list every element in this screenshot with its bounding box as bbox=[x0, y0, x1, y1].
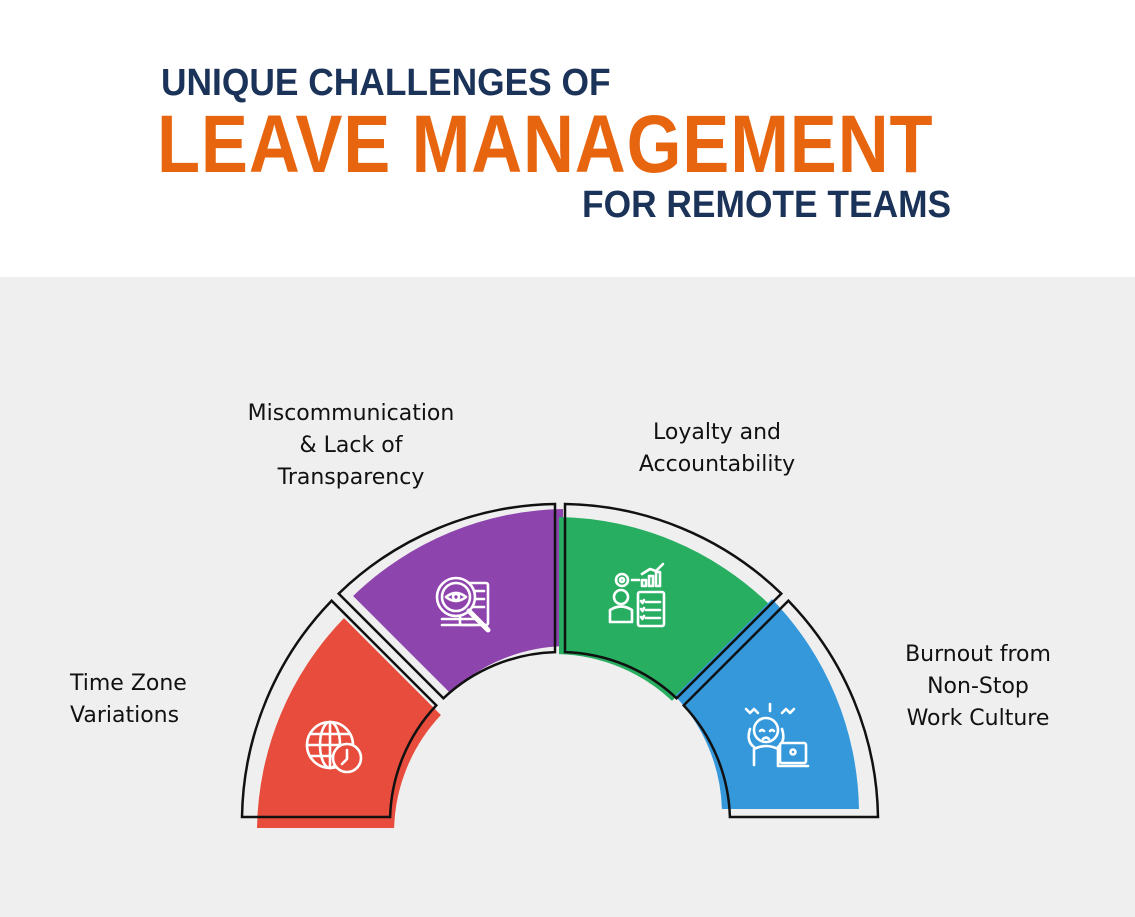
title-line-3: FOR REMOTE TEAMS bbox=[582, 184, 952, 226]
stressed-person-laptop-icon bbox=[744, 702, 810, 768]
title-line-1: UNIQUE CHALLENGES OF bbox=[161, 62, 611, 104]
segment-outline-loyalty bbox=[563, 502, 784, 701]
segment-fill-time-zone bbox=[257, 618, 441, 828]
label-burnout: Burnout from Non-Stop Work Culture bbox=[905, 642, 1051, 731]
magnifier-document-eye-icon bbox=[435, 576, 491, 633]
person-checklist-growth-icon bbox=[608, 562, 666, 628]
segment-outline-time-zone bbox=[240, 598, 439, 819]
globe-clock-icon bbox=[305, 720, 363, 774]
label-time-zone: Time Zone Variations bbox=[70, 671, 187, 728]
segment-outline-burnout bbox=[681, 598, 880, 819]
segment-outline-miscommunication bbox=[336, 502, 557, 701]
label-loyalty: Loyalty and Accountability bbox=[638, 420, 796, 477]
label-miscommunication: Miscommunication & Lack of Transparency bbox=[247, 401, 455, 490]
segment-fill-burnout bbox=[675, 599, 859, 809]
header: UNIQUE CHALLENGES OF LEAVE MANAGEMENT FO… bbox=[0, 0, 1135, 277]
title-line-2: LEAVE MANAGEMENT bbox=[157, 99, 934, 190]
